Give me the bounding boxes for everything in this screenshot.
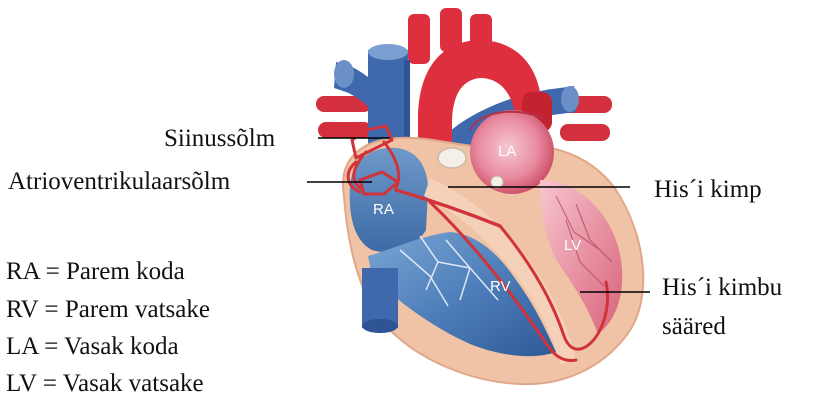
chamber-label-lv: LV [564,237,581,254]
label-atrioventricular-node: Atrioventrikulaarsõlm [8,169,230,194]
legend-item-lv: LV = Vasak vatsake [6,371,204,396]
chamber-label-rv: RV [490,278,511,295]
label-sinoatrial-node: Siinussõlm [164,126,275,151]
label-bundle-branches-line2: sääred [662,314,726,339]
aortic-valve [438,148,466,168]
label-his-bundle: His´i kimp [654,177,762,202]
legend-item-la: LA = Vasak koda [6,334,179,359]
chamber-label-la: LA [498,143,516,160]
right-atrium [350,148,428,252]
label-bundle-branches-line1: His´i kimbu [662,275,782,300]
legend-item-ra: RA = Parem koda [6,259,185,284]
inferior-vena-cava [362,268,398,333]
legend-item-rv: RV = Parem vatsake [6,297,210,322]
chamber-label-ra: RA [373,201,394,218]
